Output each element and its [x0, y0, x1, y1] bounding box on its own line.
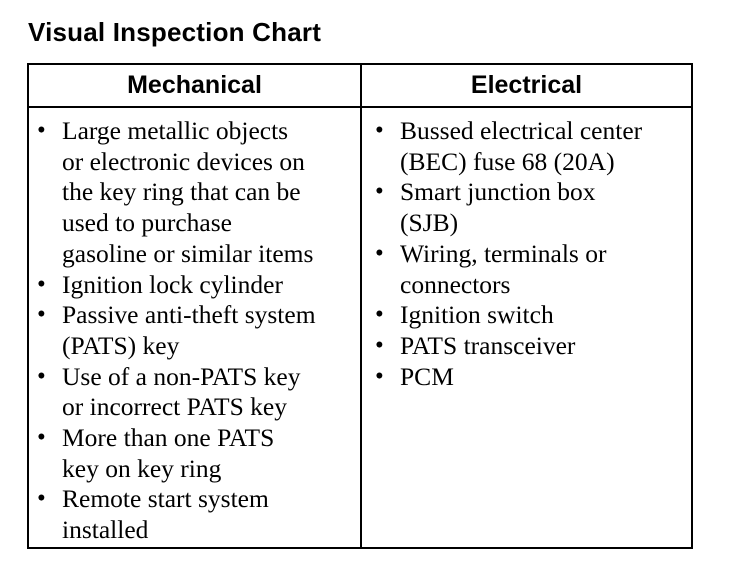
list-item-line: connectors [400, 269, 511, 299]
list-item: • Bussed electrical center(BEC) fuse 68 (… [373, 116, 685, 177]
list-item-line: Smart junction box [400, 177, 596, 207]
bullet-icon: • [375, 178, 384, 206]
list-item-line: (BEC) fuse 68 (20A) [400, 146, 615, 176]
list-item-line: Remote start system [62, 484, 269, 514]
electrical-column-header: Electrical [470, 71, 583, 99]
list-item-line: Wiring, terminals or [400, 238, 607, 268]
bullet-icon: • [37, 270, 46, 298]
list-item-line: key on key ring [62, 453, 222, 483]
list-item-line: Ignition switch [400, 300, 554, 330]
bullet-icon: • [375, 331, 384, 359]
list-item: • PATS transceiver [373, 331, 685, 362]
list-item-line: installed [62, 515, 149, 545]
list-item-line: gasoline or similar items [62, 238, 314, 268]
bullet-icon: • [37, 117, 46, 144]
bullet-icon: • [375, 239, 384, 267]
list-item-line: More than one PATS [62, 423, 275, 453]
bullet-icon: • [37, 301, 46, 329]
list-item-line: (PATS) key [62, 330, 180, 360]
list-item: • Passive anti-theft system(PATS) key [35, 300, 357, 361]
list-item-line: or incorrect PATS key [62, 392, 287, 422]
electrical-items-list: • Bussed electrical center(BEC) fuse 68 (… [373, 116, 685, 392]
bullet-icon: • [375, 301, 384, 329]
header-divider [29, 106, 691, 108]
bullet-icon: • [375, 362, 384, 390]
mechanical-column-header: Mechanical [127, 71, 262, 99]
list-item-line: or electronic devices on [62, 146, 305, 176]
bullet-icon: • [37, 362, 46, 390]
bullet-icon: • [37, 485, 46, 513]
bullet-icon: • [37, 424, 46, 452]
list-item-line: Bussed electrical center [400, 116, 643, 145]
list-item-line: Large metallic objects [62, 116, 289, 145]
list-item-line: (SJB) [400, 208, 459, 238]
list-item: • PCM [373, 362, 685, 393]
list-item-line: PCM [400, 361, 454, 391]
list-item-line: Use of a non-PATS key [62, 361, 301, 391]
list-item-line: Passive anti-theft system [62, 300, 316, 330]
inspection-table: Mechanical Electrical • Large metallic ob… [27, 63, 693, 549]
chart-title: Visual Inspection Chart [28, 17, 322, 47]
list-item-line: used to purchase [62, 208, 232, 238]
list-item-line: Ignition lock cylinder [62, 269, 283, 299]
list-item: • Ignition lock cylinder [35, 270, 357, 301]
list-item: • Smart junction box(SJB) [373, 177, 685, 238]
list-item-line: PATS transceiver [400, 330, 576, 360]
list-item-line: the key ring that can be [62, 177, 301, 207]
list-item: • Ignition switch [373, 300, 685, 331]
bullet-icon: • [375, 117, 384, 144]
column-divider [360, 65, 362, 547]
